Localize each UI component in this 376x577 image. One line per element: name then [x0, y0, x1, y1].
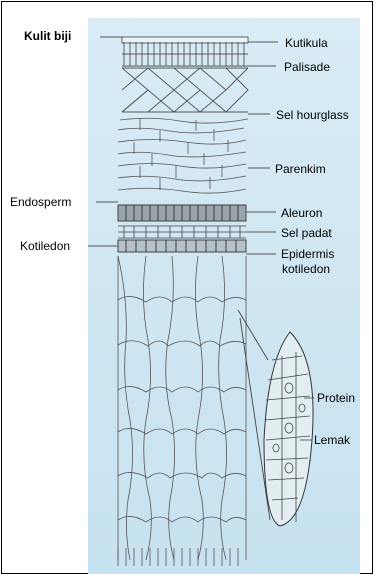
zoom-connector-lines: [238, 310, 270, 520]
hourglass-layer: [122, 68, 248, 112]
label-kulit-biji: Kulit biji: [24, 29, 71, 43]
label-aleuron: Aleuron: [281, 206, 322, 220]
aleuron-layer: [118, 205, 246, 221]
epidermis-layer: [118, 240, 246, 252]
cotyledon-cells: [118, 256, 246, 566]
label-palisade: Palisade: [284, 60, 330, 74]
label-epidermis-line2: kotiledon: [282, 262, 330, 276]
label-sel-hourglass: Sel hourglass: [276, 108, 349, 122]
label-endosperm: Endosperm: [10, 195, 71, 209]
label-lemak: Lemak: [314, 433, 350, 447]
label-kutikula: Kutikula: [285, 36, 328, 50]
label-kotiledon: Kotiledon: [20, 239, 70, 253]
label-protein: Protein: [317, 391, 355, 405]
sel-padat-layer: [118, 226, 246, 238]
palisade-layer: [122, 37, 248, 66]
label-parenkim: Parenkim: [275, 162, 326, 176]
parenkim-layer: [118, 118, 248, 193]
label-epidermis-line1: Epidermis: [281, 247, 334, 261]
label-sel-padat: Sel padat: [281, 226, 332, 240]
enlarged-cell: [264, 332, 313, 526]
